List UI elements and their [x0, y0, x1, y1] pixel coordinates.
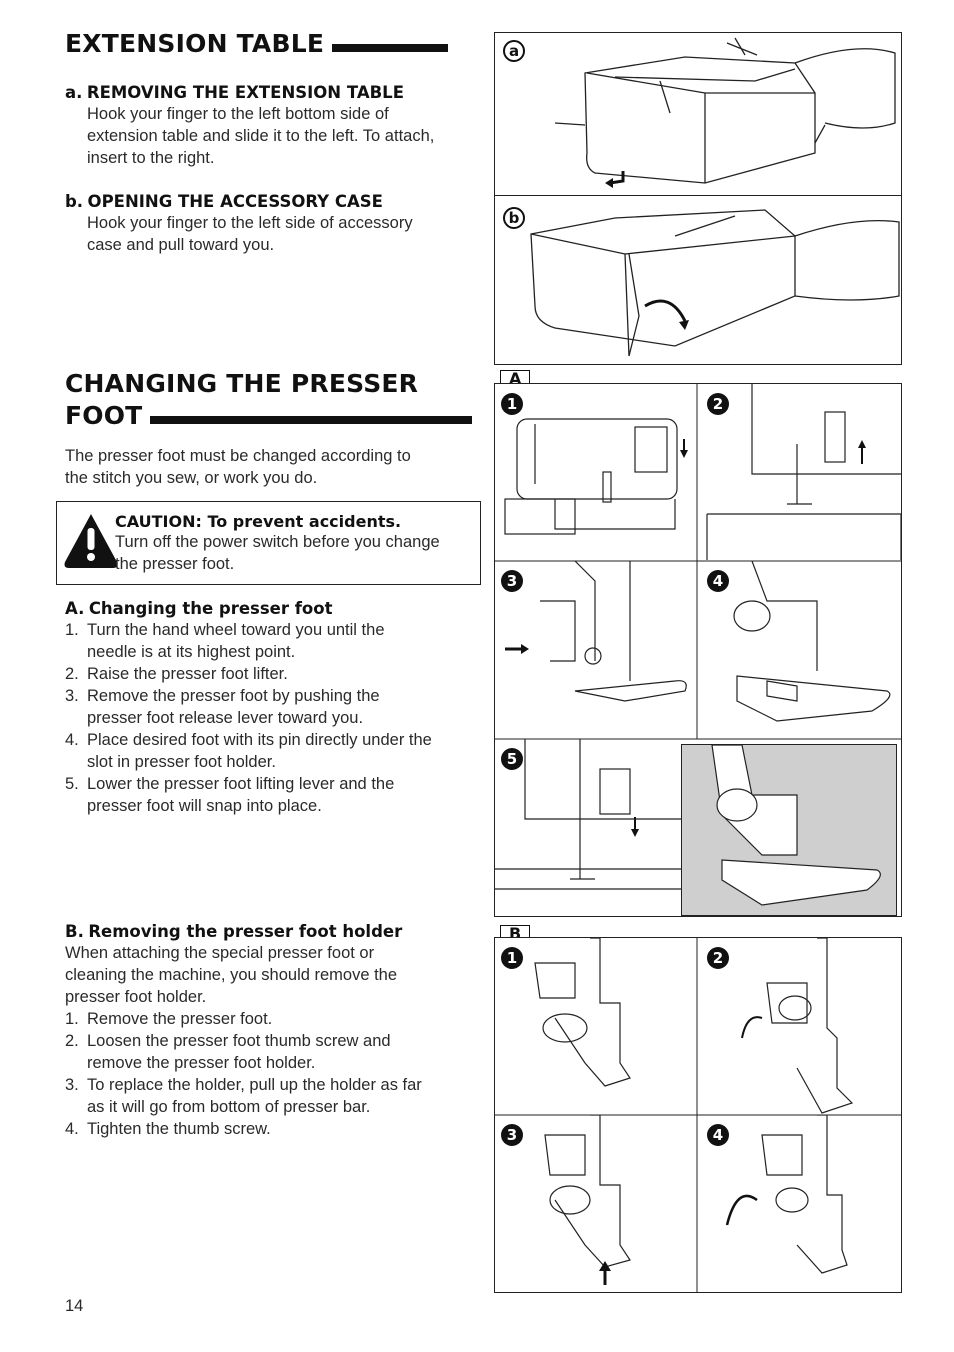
foot-snap-detail	[711, 745, 881, 906]
step-b-1-marker: 1	[501, 947, 523, 969]
figure-grid	[495, 384, 901, 740]
raise-lifter-illustration	[706, 384, 901, 560]
caution-heading: CAUTION: To prevent accidents.	[115, 512, 402, 531]
sewing-machine-illustration	[504, 418, 688, 535]
caution-text: Turn off the power switch before you cha…	[115, 533, 440, 573]
place-foot-illustration	[733, 561, 891, 722]
list-item: 2. Raise the presser foot lifter.	[65, 665, 288, 683]
list-item: 5. Lower the presser foot lifting lever …	[65, 775, 395, 815]
list-item: 3. To replace the holder, pull up the ho…	[65, 1076, 422, 1116]
figure-label-a: a	[503, 40, 525, 62]
step-a-5-marker: 5	[501, 748, 523, 770]
list-item: 3. Remove the presser foot by pushing th…	[65, 687, 380, 727]
opening-accessory-case-section: b. OPENING THE ACCESSORY CASE Hook your …	[65, 192, 485, 256]
section-a-changing-foot: A. Changing the presser foot 1. Turn the…	[65, 599, 485, 817]
zoom-inset	[681, 744, 897, 916]
step-b-3-marker: 3	[501, 1124, 523, 1146]
step-b-4-marker: 4	[707, 1124, 729, 1146]
holder-illustration-1	[534, 938, 631, 1087]
release-foot-illustration	[505, 561, 687, 702]
section-b-intro: When attaching the special presser foot …	[65, 944, 398, 1006]
caution-box: CAUTION: To prevent accidents. Turn off …	[56, 501, 481, 585]
section-b-heading: b. OPENING THE ACCESSORY CASE	[65, 192, 383, 211]
lower-lever-illustration	[495, 739, 681, 890]
step-b-2-marker: 2	[707, 947, 729, 969]
list-item: 2. Loosen the presser foot thumb screw a…	[65, 1032, 391, 1072]
presser-foot-title-line1: CHANGING THE PRESSER	[65, 369, 419, 398]
step-a-2-marker: 2	[707, 393, 729, 415]
holder-illustration-2	[741, 938, 854, 1114]
figure-group-a: 1 2 3 4	[494, 383, 902, 917]
section-b-removing-holder: B. Removing the presser foot holder When…	[65, 922, 485, 1140]
section-a-text: Hook your finger to the left bottom side…	[87, 105, 435, 167]
section-b-title: B. Removing the presser foot holder	[65, 922, 403, 941]
step-a-1-marker: 1	[501, 393, 523, 415]
section-b-text: Hook your finger to the left side of acc…	[87, 214, 413, 254]
removing-extension-table-section: a. REMOVING THE EXTENSION TABLE Hook you…	[65, 83, 485, 169]
figure-group-b: 1 2 3 4	[494, 937, 902, 1293]
heading-rule	[331, 43, 448, 52]
figure-b-open-accessory-case: b	[494, 195, 902, 365]
list-item: 1. Turn the hand wheel toward you until …	[65, 621, 385, 661]
extension-table-illustration	[554, 37, 896, 188]
extension-table-title: EXTENSION TABLE	[65, 29, 325, 58]
list-item: 1. Remove the presser foot.	[65, 1010, 273, 1028]
presser-foot-heading: CHANGING THE PRESSER FOOT	[65, 368, 485, 432]
extension-table-heading: EXTENSION TABLE	[65, 28, 475, 60]
steps-a-list: 1. Turn the hand wheel toward you until …	[65, 619, 485, 817]
section-a-heading: a. REMOVING THE EXTENSION TABLE	[65, 83, 404, 102]
holder-illustration-4	[725, 1115, 848, 1274]
figure-a-remove-extension-table: a	[494, 32, 902, 198]
holder-illustration-3	[544, 1115, 631, 1285]
step-a-3-marker: 3	[501, 570, 523, 592]
presser-foot-intro: The presser foot must be changed accordi…	[65, 447, 411, 487]
figure-label-b: b	[503, 207, 525, 229]
step-a-4-marker: 4	[707, 570, 729, 592]
list-item: 4. Place desired foot with its pin direc…	[65, 731, 432, 771]
figure-grid	[495, 938, 901, 1292]
steps-b-list: 1. Remove the presser foot. 2. Loosen th…	[65, 1008, 485, 1140]
accessory-case-illustration	[530, 209, 900, 357]
page-number: 14	[65, 1297, 84, 1315]
list-item: 4. Tighten the thumb screw.	[65, 1120, 271, 1138]
section-a-title: A. Changing the presser foot	[65, 599, 333, 618]
warning-icon	[64, 514, 118, 568]
presser-foot-title-line2: FOOT	[65, 401, 143, 430]
heading-rule	[149, 415, 472, 424]
